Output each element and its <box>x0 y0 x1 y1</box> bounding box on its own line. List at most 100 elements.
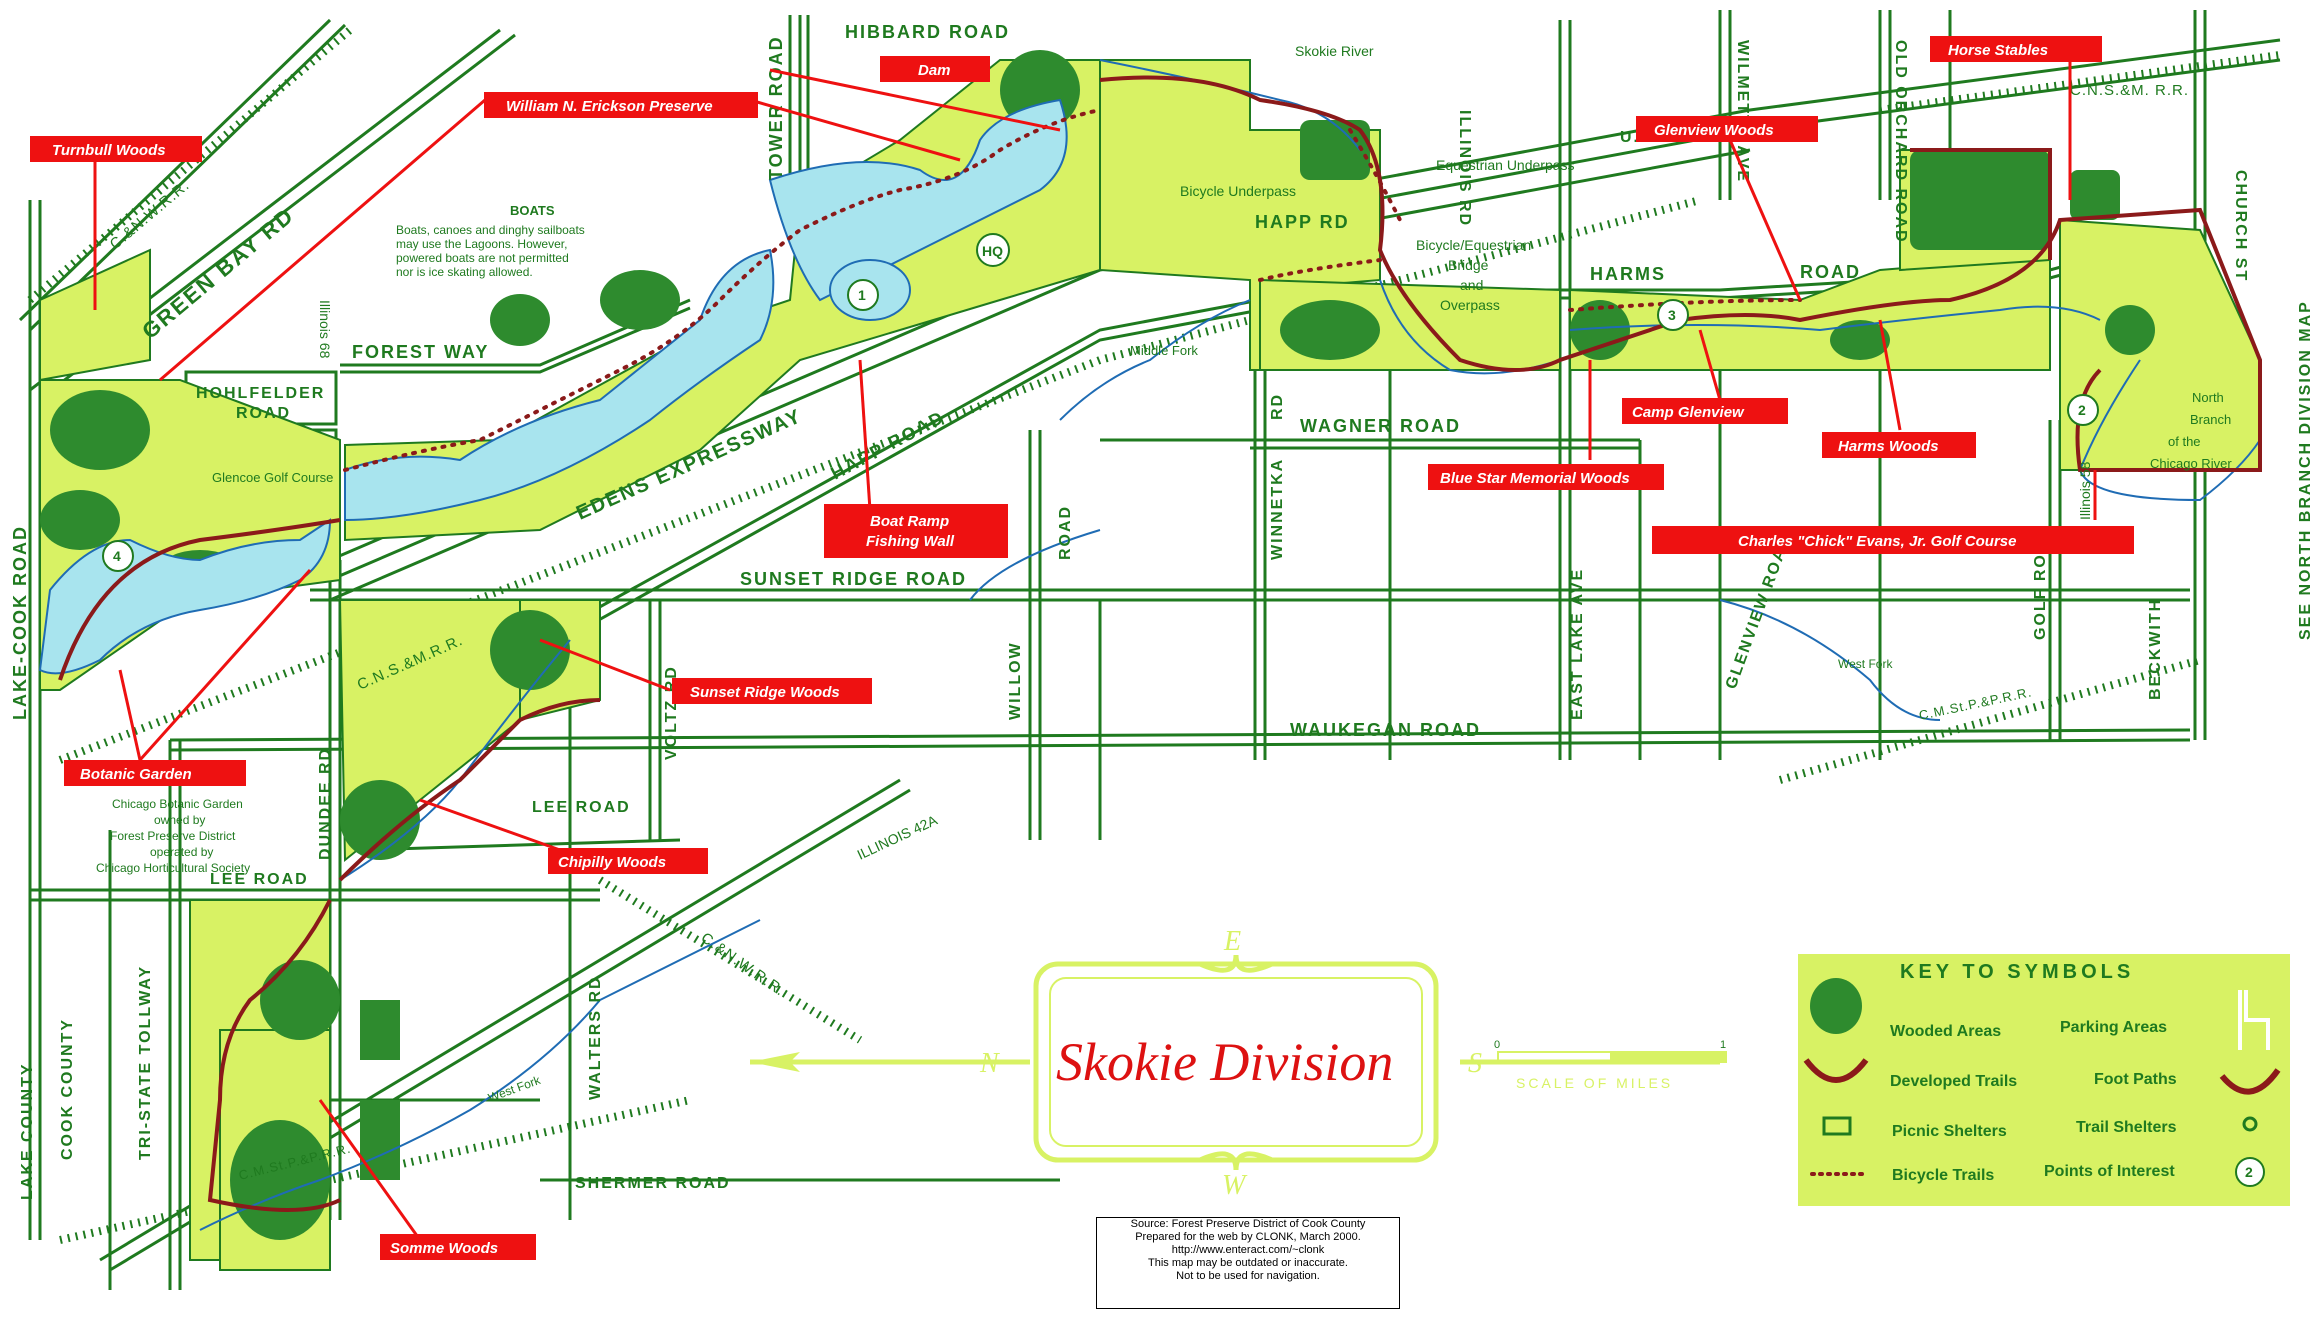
key-poi-swatch <box>2235 1157 2265 1187</box>
source-line-3: http://www.enteract.com/~clonk <box>1171 1244 1325 1256</box>
poi-somme-woods: Somme Woods <box>380 1234 536 1260</box>
road-label-walters: WALTERS RD <box>587 975 604 1100</box>
road-label-beckwith: BECKWITH <box>2147 598 2164 700</box>
garden-line-3: Forest Preserve District <box>110 829 236 843</box>
poi-turnbull-woods: Turnbull Woods <box>30 136 202 162</box>
key-parking: Parking Areas <box>2060 1019 2167 1036</box>
bicycle-trails <box>343 108 1802 472</box>
road-label-hohlfelder2: ROAD <box>236 405 291 422</box>
poi-harms-woods: Harms Woods <box>1822 432 1976 458</box>
side-note-north-branch: SEE NORTH BRANCH DIVISION MAP <box>2297 300 2314 640</box>
label-equestrian-underpass: Equestrian Underpass <box>1436 157 1575 173</box>
road-label-forest-way: FOREST WAY <box>352 342 489 362</box>
svg-text:Charles "Chick" Evans, Jr. Gol: Charles "Chick" Evans, Jr. Golf Course <box>1738 533 2017 550</box>
label-bridge-3: and <box>1460 277 1483 293</box>
feature-labels: Equestrian Underpass Bicycle Underpass B… <box>976 157 1575 313</box>
svg-text:Camp Glenview: Camp Glenview <box>1632 404 1745 421</box>
developed-trails <box>58 75 2262 1212</box>
svg-text:William N. Erickson Preserve: William N. Erickson Preserve <box>506 98 713 115</box>
road-label-winnetka-2: WINNETKA <box>1269 458 1286 560</box>
svg-text:Boat Ramp: Boat Ramp <box>870 513 949 530</box>
key-poi: Points of Interest <box>2044 1163 2175 1180</box>
label-bridge-4: Overpass <box>1440 297 1500 313</box>
road-label-shermer: SHERMER ROAD <box>575 1175 731 1192</box>
garden-line-4: operated by <box>150 845 213 859</box>
label-bicycle-underpass: Bicycle Underpass <box>1180 183 1296 199</box>
boats-title: BOATS <box>510 203 555 218</box>
road-label-wagner: WAGNER ROAD <box>1300 416 1461 436</box>
point-2-marker: 2 <box>2067 394 2099 426</box>
label-north-branch-1: North <box>2192 390 2224 405</box>
garden-line-2: owned by <box>154 813 205 827</box>
road-label-east-lake: EAST LAKE AVE <box>1569 568 1586 720</box>
road-label-winnetka-1: RD <box>1269 393 1286 420</box>
poi-chipilly-woods: Chipilly Woods <box>548 848 708 874</box>
source-line-2: Prepared for the web by CLONK, March 200… <box>1135 1231 1361 1243</box>
scale-label: SCALE OF MILES <box>1516 1075 1673 1091</box>
svg-text:Somme Woods: Somme Woods <box>390 1240 498 1257</box>
point-2-number: 2 <box>2078 402 2086 418</box>
boats-note: BOATS Boats, canoes and dinghy sailboats… <box>396 203 585 279</box>
railroads <box>27 26 2281 1244</box>
key-foot-swatch <box>2219 1068 2281 1095</box>
svg-text:Chipilly Woods: Chipilly Woods <box>558 854 666 871</box>
road-label-green-bay: GREEN BAY RD <box>137 202 299 343</box>
road-label-happ-rd: HAPP RD <box>1255 212 1350 232</box>
garden-line-1: Chicago Botanic Garden <box>112 797 243 811</box>
key-picnic: Picnic Shelters <box>1892 1123 2007 1140</box>
road-label-willow-1: ROAD <box>1057 505 1074 560</box>
boats-line-3: powered boats are not permitted <box>396 251 569 265</box>
water-features <box>38 98 1068 675</box>
road-label-harms-road: ROAD <box>1800 262 1861 282</box>
label-cook-county: COOK COUNTY <box>59 1018 76 1160</box>
road-label-sunset-ridge: SUNSET RIDGE ROAD <box>740 569 967 589</box>
key-wooded-swatch <box>1810 978 1862 1034</box>
svg-text:Dam: Dam <box>918 62 951 79</box>
road-label-lee-road-1: LEE ROAD <box>532 799 631 816</box>
label-bridge-1: Bicycle/Equestrian <box>1416 237 1531 253</box>
label-west-fork-1: West Fork <box>1838 657 1893 671</box>
source-line-5: Not to be used for navigation. <box>1176 1270 1320 1282</box>
rr-label-cnw-top: C.&N.W.R.R. <box>107 177 193 253</box>
road-label-lee-road-2: LEE ROAD <box>210 871 309 888</box>
key-wooded: Wooded Areas <box>1890 1023 2001 1040</box>
key-title: KEY TO SYMBOLS <box>1900 961 2134 983</box>
road-label-glenview: GLENVIEW ROAD <box>1723 532 1795 691</box>
label-middle-fork: Middle Fork <box>1130 343 1198 358</box>
poi-dam: Dam <box>880 56 990 82</box>
boats-line-2: may use the Lagoons. However, <box>396 237 567 251</box>
svg-text:Glenview Woods: Glenview Woods <box>1654 122 1774 139</box>
key-to-symbols: KEY TO SYMBOLS Wooded Areas Developed Tr… <box>1798 954 2290 1206</box>
point-3-number: 3 <box>1668 307 1676 323</box>
key-developed: Developed Trails <box>1890 1073 2017 1090</box>
road-label-hibbard: HIBBARD ROAD <box>845 22 1010 42</box>
road-label-illinois68: Illinois 68 <box>317 300 333 359</box>
key-picnic-swatch <box>1822 1116 1852 1136</box>
svg-text:Fishing Wall: Fishing Wall <box>866 533 955 550</box>
rr-label-cnsm-top: C.N.S.&M. R.R. <box>2070 82 2189 99</box>
source-line-1: Source: Forest Preserve District of Cook… <box>1130 1218 1366 1230</box>
label-north-branch-4: Chicago River <box>2150 456 2232 471</box>
poi-labels: Turnbull Woods William N. Erickson Prese… <box>30 36 2134 1260</box>
label-glencoe-golf: Glencoe Golf Course <box>212 470 333 485</box>
garden-line-5: Chicago Horticultural Society <box>96 861 250 875</box>
poi-botanic-garden: Botanic Garden <box>64 760 246 786</box>
poi-blue-star-woods: Blue Star Memorial Woods <box>1428 464 1664 490</box>
road-label-tri-state: TRI-STATE TOLLWAY <box>137 965 154 1160</box>
compass-north: N <box>979 1048 1000 1079</box>
source-line-4: This map may be outdated or inaccurate. <box>1148 1257 1348 1269</box>
svg-text:Blue Star Memorial Woods: Blue Star Memorial Woods <box>1440 470 1630 487</box>
compass-east: E <box>1223 926 1241 957</box>
poi-erickson-preserve: William N. Erickson Preserve <box>484 92 758 118</box>
road-label-illinois42a: ILLINOIS 42A <box>855 811 941 862</box>
road-label-illinois: ILLINOIS RD <box>1456 110 1473 227</box>
road-label-harms: HARMS <box>1590 264 1666 284</box>
label-bridge-2: Bridge <box>1448 257 1489 273</box>
road-label-church: CHURCH ST <box>2232 170 2249 282</box>
compass-south: S <box>1468 1048 1482 1079</box>
point-1-marker: 1 <box>847 279 879 311</box>
poi-chick-evans: Charles "Chick" Evans, Jr. Golf Course <box>1652 526 2134 554</box>
label-skokie-river: Skokie River <box>1295 43 1374 59</box>
garden-note: Chicago Botanic Garden owned by Forest P… <box>96 797 250 875</box>
